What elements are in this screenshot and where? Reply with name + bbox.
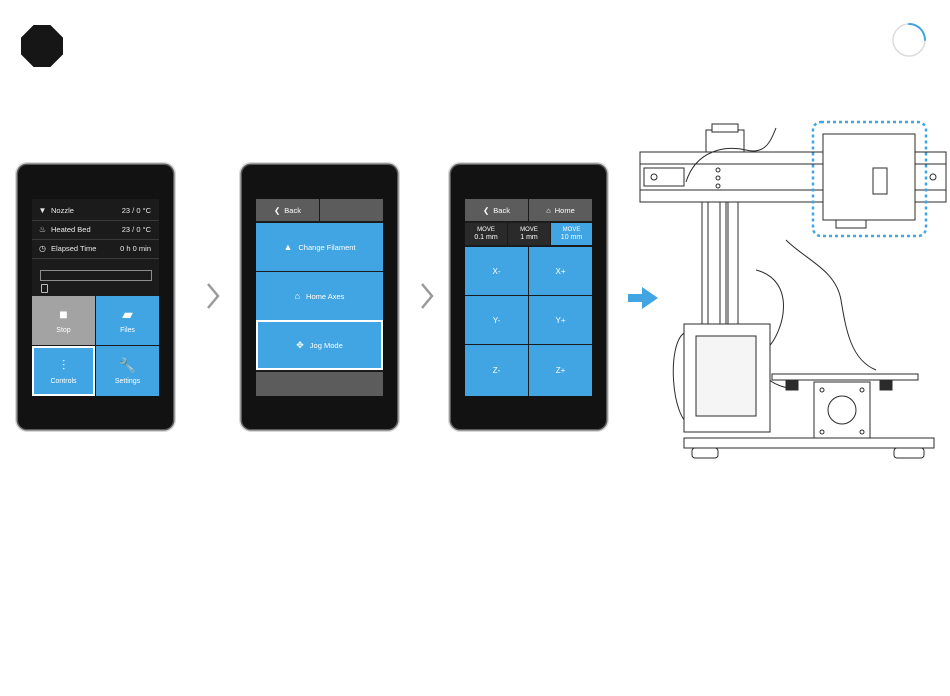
controls-label: Controls: [50, 378, 76, 385]
home-icon: ⌂: [295, 291, 300, 301]
step-title: MOVE: [563, 227, 581, 234]
filament-icon: ▲: [283, 242, 292, 252]
heated-bed-temp: 23 / 0 °C: [122, 225, 151, 234]
jog-screen: ❮ Back ⌂ Home MOVE 0.1 mm MOVE 1 mm MOVE…: [465, 199, 592, 396]
tablet-controls-screen: ❮ Back ▲ Change Filament ⌂ Home Axes ✥ J…: [242, 165, 397, 429]
stop-label: Stop: [56, 327, 70, 334]
jog-y-plus-button[interactable]: Y+: [529, 296, 592, 344]
elapsed-time-row: ◷ Elapsed Time 0 h 0 min: [32, 239, 159, 258]
files-label: Files: [120, 327, 135, 334]
home-axes-label: Home Axes: [306, 292, 344, 301]
settings-label: Settings: [115, 378, 140, 385]
jog-y-minus-button[interactable]: Y-: [465, 296, 528, 344]
heated-bed-label: Heated Bed: [51, 225, 122, 234]
step-value: 0.1 mm: [474, 234, 497, 241]
clock-icon: ◷: [38, 244, 47, 253]
step-title: MOVE: [477, 227, 495, 234]
tablet-jog-screen: ❮ Back ⌂ Home MOVE 0.1 mm MOVE 1 mm MOVE…: [451, 165, 606, 429]
home-axes-button[interactable]: ⌂ Home Axes: [256, 272, 383, 320]
jog-x-plus-button[interactable]: X+: [529, 247, 592, 295]
elapsed-time-value: 0 h 0 min: [120, 244, 151, 253]
step-1mm-button[interactable]: MOVE 1 mm: [508, 223, 550, 245]
nozzle-icon: ▼: [38, 206, 47, 215]
chevron-right-icon: [420, 282, 434, 310]
chevron-left-icon: ❮: [483, 206, 489, 215]
back-label: Back: [493, 206, 510, 215]
status-screen: ▼ Nozzle 23 / 0 °C ♨ Heated Bed 23 / 0 °…: [32, 199, 159, 396]
controls-screen: ❮ Back ▲ Change Filament ⌂ Home Axes ✥ J…: [256, 199, 383, 396]
footer-bar: [256, 372, 383, 396]
home-label: Home: [555, 206, 575, 215]
loading-spinner-icon: [890, 21, 928, 59]
header-empty-slot: [320, 199, 383, 221]
printer-illustration: [636, 120, 950, 465]
back-button[interactable]: ❮ Back: [465, 199, 528, 221]
controls-button[interactable]: ⫶ Controls: [32, 346, 95, 396]
heated-bed-row: ♨ Heated Bed 23 / 0 °C: [32, 220, 159, 239]
jog-z-plus-button[interactable]: Z+: [529, 345, 592, 396]
nozzle-temp: 23 / 0 °C: [122, 206, 151, 215]
nozzle-row: ▼ Nozzle 23 / 0 °C: [32, 201, 159, 220]
jog-mode-label: Jog Mode: [310, 341, 343, 350]
step-value: 10 mm: [561, 234, 582, 241]
chevron-left-icon: ❮: [274, 206, 280, 215]
back-button[interactable]: ❮ Back: [256, 199, 319, 221]
home-icon: ⌂: [546, 206, 551, 215]
folder-icon: ▰: [122, 307, 133, 321]
files-button[interactable]: ▰ Files: [96, 296, 159, 345]
settings-button[interactable]: 🔧 Settings: [96, 346, 159, 396]
stop-badge-icon: [21, 25, 63, 67]
step-0-1mm-button[interactable]: MOVE 0.1 mm: [465, 223, 507, 245]
change-filament-label: Change Filament: [298, 243, 355, 252]
jog-x-minus-button[interactable]: X-: [465, 247, 528, 295]
step-10mm-button[interactable]: MOVE 10 mm: [551, 223, 592, 245]
elapsed-time-label: Elapsed Time: [51, 244, 120, 253]
tablet-status-screen: ▼ Nozzle 23 / 0 °C ♨ Heated Bed 23 / 0 °…: [18, 165, 173, 429]
chevron-right-icon: [206, 282, 220, 310]
sliders-icon: ⫶: [62, 358, 66, 372]
step-title: MOVE: [520, 227, 538, 234]
move-icon: ✥: [296, 340, 304, 351]
print-progress-bar: [40, 270, 152, 281]
stop-button[interactable]: ■ Stop: [32, 296, 95, 345]
jog-mode-button[interactable]: ✥ Jog Mode: [256, 320, 383, 370]
nozzle-label: Nozzle: [51, 206, 122, 215]
home-button[interactable]: ⌂ Home: [529, 199, 592, 221]
change-filament-button[interactable]: ▲ Change Filament: [256, 223, 383, 271]
heated-bed-icon: ♨: [38, 225, 47, 234]
stop-icon: ■: [59, 307, 67, 321]
back-label: Back: [284, 206, 301, 215]
step-value: 1 mm: [520, 234, 538, 241]
sd-card-icon: [41, 284, 48, 293]
wrench-icon: 🔧: [119, 358, 136, 372]
jog-z-minus-button[interactable]: Z-: [465, 345, 528, 396]
